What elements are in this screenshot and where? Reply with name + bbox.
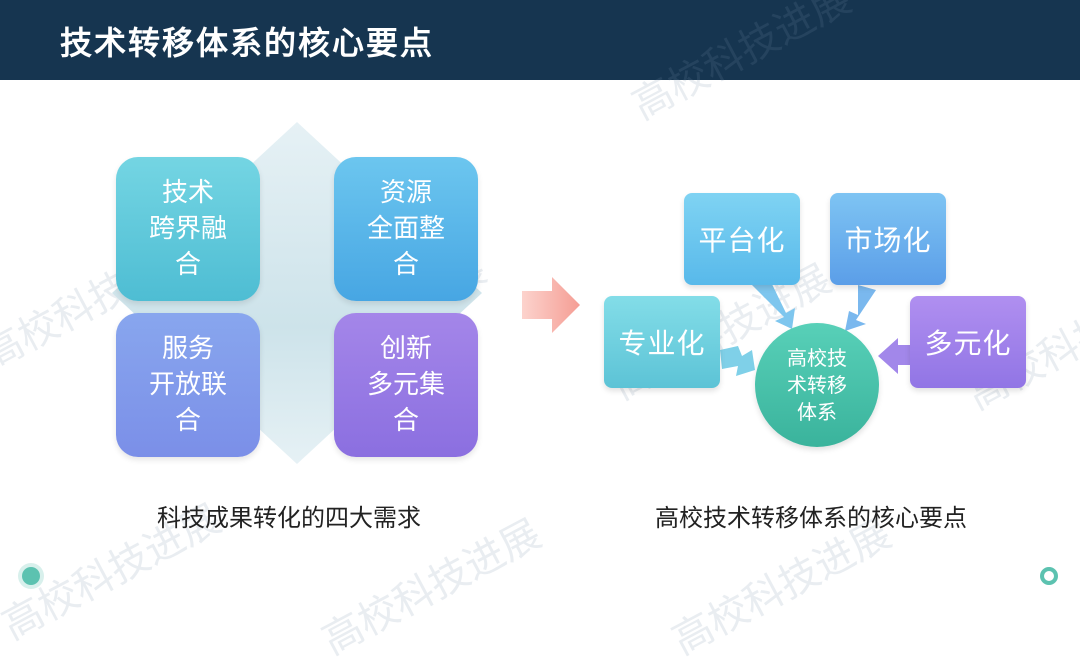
arrow-from-market <box>845 285 876 331</box>
arrow-from-professional <box>720 346 755 376</box>
decor-dot-left <box>22 567 40 585</box>
page-title: 技术转移体系的核心要点 <box>60 24 435 62</box>
right-arrow-icon <box>522 277 580 333</box>
box-diversified: 多元化 <box>910 296 1026 388</box>
quadrant-resource-integration: 资源 全面整 合 <box>334 157 478 301</box>
connector-arrows <box>720 280 910 376</box>
header-bar: 技术转移体系的核心要点 <box>0 0 1080 80</box>
quadrant-tech-integration: 技术 跨界融 合 <box>116 157 260 301</box>
left-caption: 科技成果转化的四大需求 <box>157 504 421 532</box>
quadrant-innovation-collection: 创新 多元集 合 <box>334 313 478 457</box>
center-circle: 高校技 术转移 体系 <box>755 323 879 447</box>
right-caption: 高校技术转移体系的核心要点 <box>655 504 967 532</box>
box-professional: 专业化 <box>604 296 720 388</box>
quadrant-service-alliance: 服务 开放联 合 <box>116 313 260 457</box>
arrow-from-diversified <box>878 338 910 374</box>
arrow-from-platform <box>752 280 795 329</box>
box-market: 市场化 <box>830 193 946 285</box>
decor-dot-right <box>1040 567 1058 585</box>
box-platform: 平台化 <box>684 193 800 285</box>
